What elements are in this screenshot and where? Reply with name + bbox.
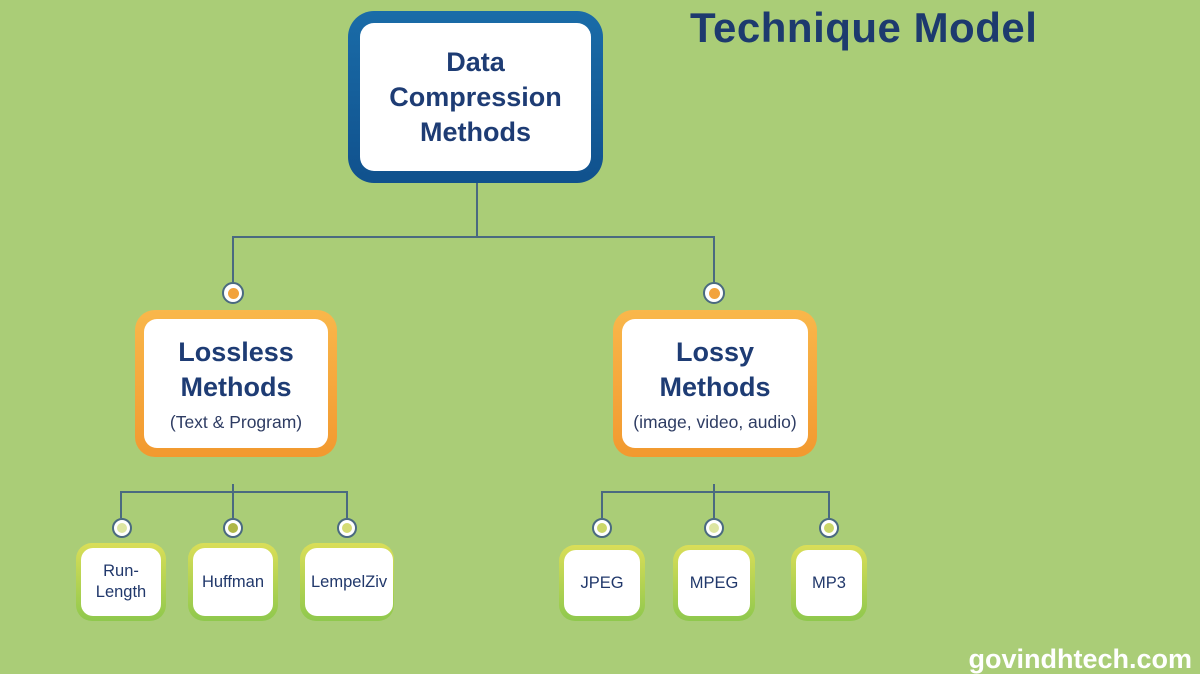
leaf-node-label: Run-Length — [95, 562, 147, 601]
leaf-node-label: LempelZiv — [311, 572, 388, 591]
branch-node-body: Lossy Methods (image, video, audio) — [622, 319, 808, 448]
connector-huffman-drop — [232, 491, 234, 518]
branch-node-body: Lossless Methods (Text & Program) — [144, 319, 328, 448]
leaf-node-body: Run-Length — [81, 548, 161, 616]
connector-lempelziv-drop — [346, 491, 348, 518]
connector-root-stem — [476, 183, 478, 237]
root-node-body: Data Compression Methods — [360, 23, 591, 171]
leaf-node-mpeg: MPEG — [673, 545, 755, 621]
junction-dot — [708, 287, 720, 299]
junction-dot — [227, 287, 239, 299]
connector-lossless-drop — [232, 236, 234, 282]
junction-circle-lempelziv — [337, 518, 357, 538]
leaf-node-body: Huffman — [193, 548, 273, 616]
junction-circle-mp3 — [819, 518, 839, 538]
branch-node-label: Lossless Methods — [178, 336, 294, 402]
junction-circle-jpeg — [592, 518, 612, 538]
diagram-title: Technique Model — [690, 4, 1038, 51]
connector-right-horizontal — [602, 491, 830, 493]
branch-node-label: Lossy Methods — [659, 336, 771, 402]
junction-circle-lossless — [222, 282, 244, 304]
leaf-node-body: LempelZiv — [305, 548, 394, 616]
junction-circle-runlength — [112, 518, 132, 538]
branch-node-lossless-methods: Lossless Methods (Text & Program) — [135, 310, 337, 457]
junction-dot — [228, 523, 238, 533]
root-node-label: Data Compression Methods — [389, 46, 562, 147]
connector-lossy-drop — [713, 236, 715, 282]
junction-dot — [709, 523, 719, 533]
junction-dot — [342, 523, 352, 533]
connector-left-horizontal — [121, 491, 348, 493]
leaf-node-jpeg: JPEG — [559, 545, 645, 621]
leaf-node-label: MPEG — [689, 573, 739, 592]
branch-node-sublabel: (Text & Program) — [169, 411, 303, 432]
junction-dot — [597, 523, 607, 533]
leaf-node-label: MP3 — [812, 573, 846, 592]
junction-dot — [117, 523, 127, 533]
leaf-node-label: Huffman — [201, 572, 265, 591]
connector-main-horizontal — [232, 236, 715, 238]
junction-dot — [824, 523, 834, 533]
connector-lossless-stub — [232, 484, 234, 493]
connector-mp3-drop — [828, 491, 830, 518]
branch-node-sublabel: (image, video, audio) — [633, 411, 797, 432]
junction-circle-huffman — [223, 518, 243, 538]
leaf-node-body: MP3 — [796, 550, 862, 616]
leaf-node-lempelziv: LempelZiv — [300, 543, 394, 621]
leaf-node-body: JPEG — [564, 550, 640, 616]
watermark-text: govindhtech.com — [968, 644, 1192, 674]
leaf-node-mp3: MP3 — [791, 545, 867, 621]
root-node-data-compression-methods: Data Compression Methods — [348, 11, 603, 183]
connector-runlength-drop — [120, 491, 122, 518]
junction-circle-lossy — [703, 282, 725, 304]
connector-lossy-stub — [713, 484, 715, 493]
connector-mpeg-drop — [713, 491, 715, 518]
leaf-node-body: MPEG — [678, 550, 750, 616]
leaf-node-huffman: Huffman — [188, 543, 278, 621]
connector-jpeg-drop — [601, 491, 603, 518]
junction-circle-mpeg — [704, 518, 724, 538]
branch-node-lossy-methods: Lossy Methods (image, video, audio) — [613, 310, 817, 457]
leaf-node-label: JPEG — [580, 573, 624, 592]
leaf-node-run-length: Run-Length — [76, 543, 166, 621]
